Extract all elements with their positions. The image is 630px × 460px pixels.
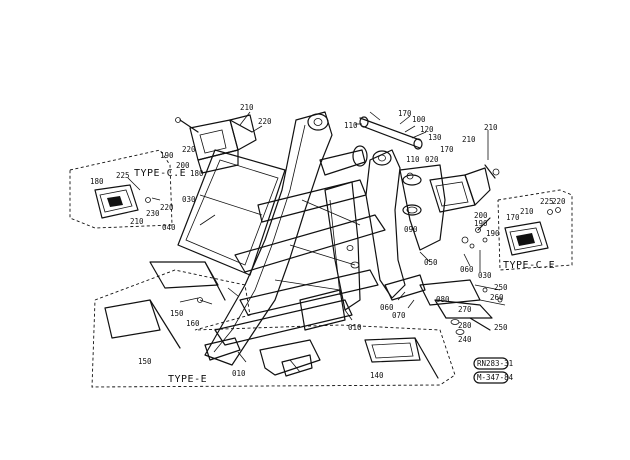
left-large-panel [177,149,286,276]
part-label: 190 [486,229,500,238]
type-ce-right-label: TYPE-C.E [503,260,555,271]
part-label: 210 [484,123,498,132]
stamp-text-top: RN283-31 [477,359,513,368]
part-label: 080 [436,295,450,304]
part-label: 010 [232,369,246,378]
part-label: 170 [398,109,412,118]
part-label: 190 [160,151,174,160]
part-label: 030 [182,195,196,204]
right-pedal-assembly [419,279,506,335]
part-label: 060 [380,303,394,312]
catalog-stamp-top: RN283-31 [473,357,513,370]
part-label: 250 [494,323,508,332]
part-label: 250 [494,283,508,292]
stamp-text-bottom: M-347-84 [477,373,514,382]
part-label: 110 [406,155,420,164]
part-label: 220 [552,197,566,206]
top-left-bracket [175,114,257,174]
part-label: 170 [440,145,454,154]
part-label: 210 [520,207,534,216]
part-label: 200 [474,211,488,220]
part-label: 240 [458,335,472,344]
part-label: 160 [186,319,200,328]
part-label: 210 [240,103,254,112]
part-label: 180 [190,169,204,178]
part-label: 100 [412,115,426,124]
main-frame [204,111,446,377]
step-150-lower [104,299,181,349]
part-label: 040 [162,223,176,232]
step-150-upper [149,261,226,301]
type-e-label: TYPE-E [168,374,207,385]
part-label: 170 [506,213,520,222]
part-label: 020 [425,155,439,164]
part-label: 120 [420,125,434,134]
type-ce-left-label: TYPE-C.E [134,168,186,179]
part-label: 220 [258,117,272,126]
part-label: 130 [428,133,442,142]
part-label: 260 [490,293,504,302]
step-140-lower [364,337,439,379]
part-label: 050 [424,258,438,267]
part-label: 225 [540,197,554,206]
type-e-group [91,269,456,388]
top-right-bracket [429,164,500,233]
type-ce-right-group [497,189,573,271]
part-label: 060 [460,265,474,274]
part-label: 200 [176,161,190,170]
leader-lines [179,111,489,363]
part-label: 150 [138,357,152,366]
part-label: 220 [182,145,196,154]
catalog-stamp-bottom: M-347-84 [473,371,514,384]
part-label: 270 [458,305,472,314]
part-label: 180 [90,177,104,186]
part-label: 030 [478,271,492,280]
part-label: 140 [370,371,384,380]
part-label: 010 [348,323,362,332]
part-label: 090 [404,225,418,234]
type-ce-left-bracket [94,177,161,219]
part-label: 070 [392,311,406,320]
part-label: 110 [344,121,358,130]
part-label: 210 [462,135,476,144]
part-label: 210 [130,217,144,226]
part-label: 190 [474,219,488,228]
part-label: 220 [160,203,174,212]
type-ce-right-bracket [504,207,561,256]
part-label: 280 [458,321,472,330]
part-label: 230 [146,209,160,218]
part-labels: 010 010 020 030 030 040 050 060 060 070 … [90,103,566,380]
fasteners [197,172,503,305]
part-label: 225 [116,171,130,180]
part-label: 150 [170,309,184,318]
